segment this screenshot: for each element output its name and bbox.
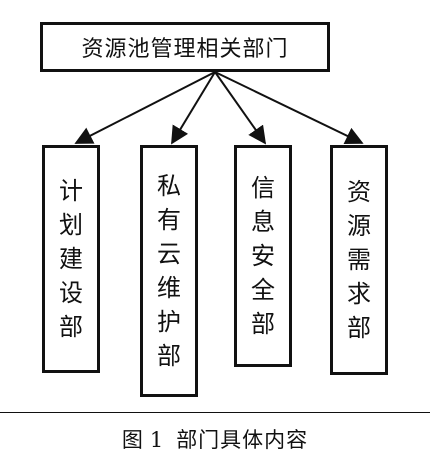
dept-label-char: 部 [251,310,275,338]
dept-label-char: 安 [251,242,275,270]
dept-node-resource-demand: 资源需求部 [330,145,388,375]
dept-label-char: 息 [251,208,275,236]
dept-label-char: 信 [251,174,275,202]
arrow-to-dept-2 [171,71,216,145]
dept-label-char: 计 [59,177,83,205]
dept-label-char: 全 [251,276,275,304]
dept-label-char: 有 [157,206,181,234]
dept-label-char: 私 [157,172,181,200]
caption-divider [0,412,430,413]
dept-node-private-cloud: 私有云维护部 [140,145,198,397]
dept-label-char: 部 [59,313,83,341]
dept-label-char: 护 [157,308,181,336]
dept-label-char: 求 [347,280,371,308]
root-node: 资源池管理相关部门 [40,22,330,72]
caption-number: 1 [149,428,165,452]
arrow-to-dept-4 [214,71,364,145]
dept-label-char: 部 [347,314,371,342]
dept-label-char: 源 [347,212,371,240]
arrow-to-dept-3 [214,71,267,145]
dept-label-char: 云 [157,240,181,268]
dept-node-planning: 计划建设部 [42,145,100,373]
caption-text: 部门具体内容 [176,428,309,452]
dept-label-char: 需 [347,246,371,274]
dept-label-char: 维 [157,274,181,302]
dept-node-info-security: 信息安全部 [234,145,292,367]
root-node-label: 资源池管理相关部门 [81,37,289,62]
arrow-to-dept-1 [74,71,216,144]
dept-label-char: 建 [59,245,83,273]
dept-label-char: 设 [59,279,83,307]
dept-label-char: 资 [347,178,371,206]
dept-label-char: 划 [59,211,83,239]
caption-prefix: 图 [121,428,144,452]
dept-label-char: 部 [157,342,181,370]
